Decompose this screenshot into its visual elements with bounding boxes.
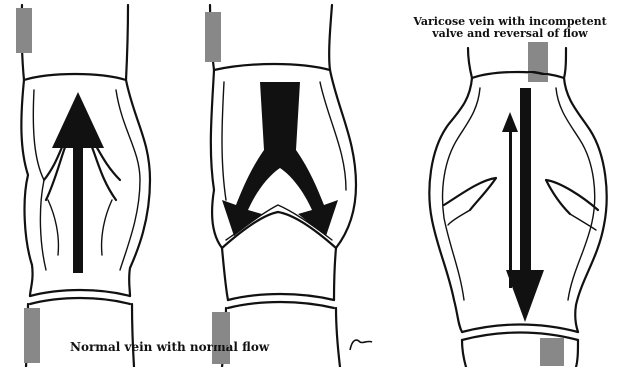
- panel-closed-valve: [205, 5, 356, 367]
- squiggle-mark: [350, 340, 372, 350]
- caption-varicose: Varicose vein with incompetent valve and…: [395, 16, 625, 40]
- panel-varicose-vein: [429, 42, 606, 367]
- arrow-up-thin-icon: [502, 112, 518, 288]
- caption-varicose-line2: valve and reversal of flow: [395, 28, 625, 40]
- caption-normal: Normal vein with normal flow: [70, 340, 269, 354]
- arrow-up-icon: [52, 92, 104, 273]
